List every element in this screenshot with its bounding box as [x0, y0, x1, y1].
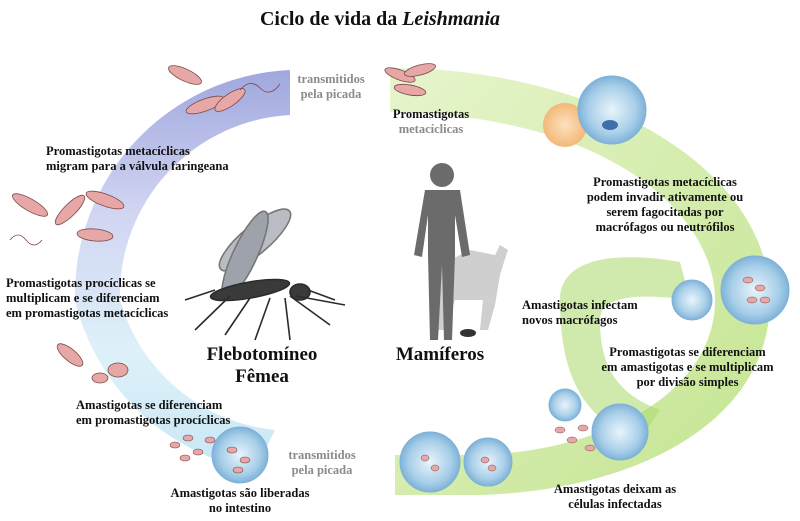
stage-vector-2-line1: Promastigotas procíclicas se: [6, 276, 156, 290]
stage-vector-2-line3: em promastigotas metacíclicas: [6, 306, 169, 320]
mammal-cycle-arc: [390, 68, 770, 495]
vector-cycle-arc: [74, 70, 290, 470]
stage-vector-3: Amastigotas se diferenciam em promastigo…: [76, 398, 230, 428]
host-vector-label: Flebotomíneo Fêmea: [182, 344, 342, 388]
stage-vector-4-line2: no intestino: [208, 501, 272, 515]
parasite-promastigotes-mid: [9, 190, 125, 246]
title-prefix: Ciclo de vida da: [259, 8, 398, 30]
stage-vector-3-line1: Amastigotas se diferenciam: [76, 398, 223, 412]
stage-vector-4-line1: Amastigotas são liberadas: [170, 486, 310, 500]
infected-macrophages-right: [671, 255, 790, 325]
macrophage-invasion: [543, 75, 647, 147]
parasite-amastigote-to-promastigote: [56, 343, 129, 384]
transmission-top-line2: pela picada: [300, 87, 362, 101]
stage-mammal-3: Amastigotas infectam novos macrófagos: [522, 298, 638, 328]
stage-mammal-2-line2: podem invadir ativamente ou: [586, 190, 744, 204]
stage-vector-3-line2: em promastigotas procíclicas: [76, 413, 231, 427]
stage-mammal-3-line1: Amastigotas infectam: [522, 298, 638, 312]
diagram-title: Ciclo de vida da Leishmania: [0, 8, 760, 31]
transmission-bottom-line2: pela picada: [291, 463, 353, 477]
stage-mammal-1-line1: Promastigotas: [392, 107, 470, 121]
stage-mammal-2-line1: Promastigotas metacíclicas: [593, 175, 737, 189]
stage-mammal-1-line2: metacíclicas: [398, 122, 464, 136]
parasite-promastigotes-top: [168, 65, 281, 115]
stage-vector-4: Amastigotas são liberadas no intestino: [150, 486, 330, 516]
transmission-label-top: transmitidos pela picada: [286, 72, 376, 102]
stage-vector-2-line2: multiplicam e se diferenciam: [6, 291, 160, 305]
stage-vector-2: Promastigotas procíclicas se multiplicam…: [6, 276, 168, 321]
stage-mammal-5: Amastigotas deixam as células infectadas: [530, 482, 700, 512]
mammal-silhouettes: [414, 163, 508, 340]
stage-vector-1-line1: Promastigotas metacíclicas: [46, 144, 190, 158]
stage-mammal-4-line1: Promastigotas se diferenciam: [609, 345, 766, 359]
transmission-label-bottom: transmitidos pela picada: [277, 448, 367, 478]
stage-vector-1-line2: migram para a válvula faringeana: [46, 159, 229, 173]
title-italic: Leishmania: [402, 8, 501, 30]
host-vector-line1: Flebotomíneo: [206, 344, 318, 365]
host-vector-line2: Fêmea: [235, 366, 289, 387]
promastigotes-metacyclic-mammal: [384, 63, 436, 97]
host-mammal-line1: Mamíferos: [395, 344, 485, 365]
stage-mammal-2: Promastigotas metacíclicas podem invadir…: [560, 175, 770, 235]
transmission-bottom-line1: transmitidos: [288, 448, 356, 462]
stage-mammal-4-line3: por divisão simples: [636, 375, 739, 389]
stage-mammal-1: Promastigotas metacíclicas: [376, 107, 486, 137]
stage-mammal-2-line3: serem fagocitadas por: [606, 205, 724, 219]
stage-mammal-4-line2: em amastigotas e se multiplicam: [601, 360, 774, 374]
stage-mammal-5-line2: células infectadas: [568, 497, 662, 511]
sandfly-illustration: [184, 208, 346, 341]
stage-mammal-5-line1: Amastigotas deixam as: [553, 482, 677, 496]
amastigotes-released-intestine: [169, 426, 269, 484]
macrophages-bottom: [399, 388, 649, 493]
stage-mammal-2-line4: macrófagos ou neutrófilos: [595, 220, 735, 234]
transmission-top-line1: transmitidos: [297, 72, 365, 86]
stage-mammal-3-line2: novos macrófagos: [522, 313, 618, 327]
host-mammal-label: Mamíferos: [385, 344, 495, 366]
stage-mammal-4: Promastigotas se diferenciam em amastigo…: [580, 345, 795, 390]
mammal-inner-loop: [560, 257, 690, 440]
stage-vector-1: Promastigotas metacíclicas migram para a…: [46, 144, 229, 174]
